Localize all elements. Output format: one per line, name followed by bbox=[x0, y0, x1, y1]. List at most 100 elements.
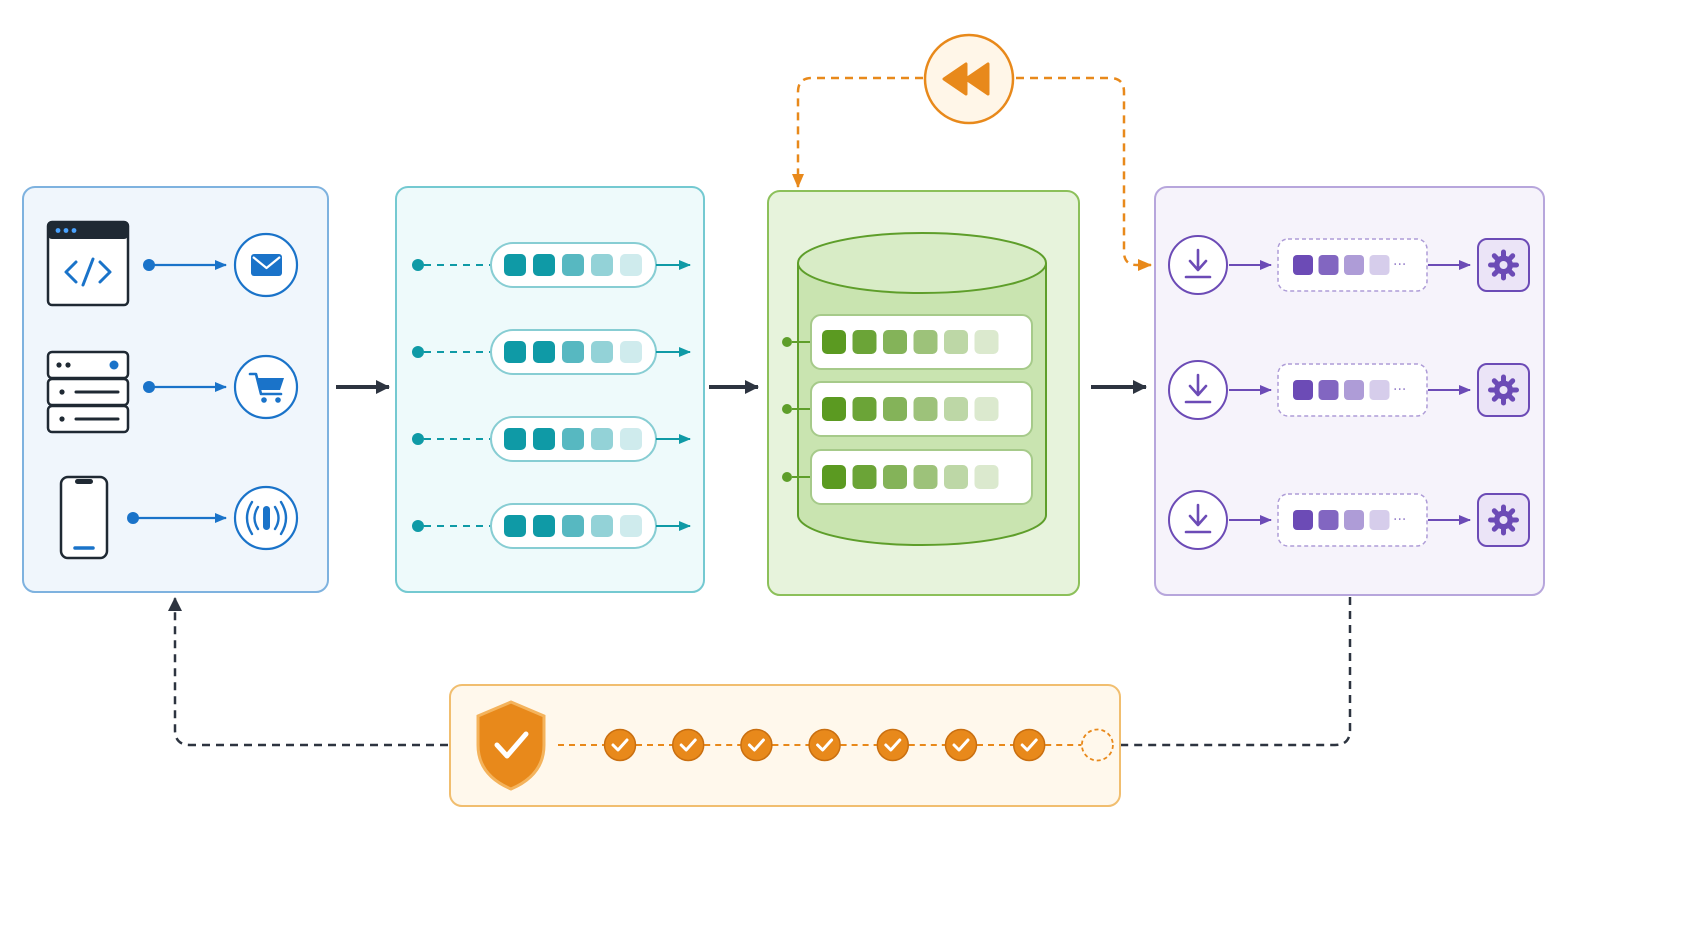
code-window-icon bbox=[46, 220, 130, 307]
check-done-icon bbox=[740, 728, 773, 762]
consumer-cell bbox=[1369, 510, 1390, 530]
gear-icon bbox=[1477, 363, 1530, 417]
consumer-cell bbox=[1344, 380, 1364, 400]
check-done-icon bbox=[671, 728, 705, 762]
queue-cell bbox=[504, 341, 526, 363]
shopping-cart-icon bbox=[248, 372, 284, 403]
store-cell bbox=[883, 330, 907, 354]
producer-connector bbox=[143, 259, 227, 271]
check-done-icon bbox=[808, 728, 841, 762]
store-cell bbox=[913, 465, 938, 489]
consumer-cell bbox=[1293, 510, 1313, 530]
store-cell bbox=[822, 465, 846, 489]
queue-cell bbox=[562, 254, 584, 276]
replay-loop bbox=[792, 33, 1152, 271]
queue-cell bbox=[504, 254, 526, 276]
store-row bbox=[782, 449, 1033, 505]
queue-cell bbox=[533, 254, 555, 276]
server-rack-icon bbox=[46, 350, 130, 434]
producers-stage bbox=[46, 220, 299, 560]
queue-cell bbox=[620, 254, 642, 276]
store-stage bbox=[782, 232, 1047, 546]
producer-connector bbox=[127, 512, 227, 524]
replay-path-left bbox=[792, 76, 923, 188]
store-cell bbox=[974, 397, 999, 421]
store-cell bbox=[883, 465, 907, 489]
download-icon bbox=[1168, 360, 1228, 420]
consumer-cell bbox=[1369, 380, 1390, 400]
signal-wave-icon bbox=[245, 500, 288, 536]
download-icon bbox=[1168, 490, 1228, 550]
store-cell bbox=[883, 397, 907, 421]
queue-cell bbox=[591, 254, 613, 276]
consumer-row: ··· bbox=[1168, 490, 1530, 550]
queue-cell bbox=[620, 341, 642, 363]
queue-cell bbox=[504, 515, 526, 537]
feedback-path-left bbox=[168, 597, 448, 747]
check-done-icon bbox=[1012, 728, 1046, 762]
consumer-row: ··· bbox=[1168, 360, 1530, 420]
consumer-cell bbox=[1369, 255, 1390, 275]
consumer-cell bbox=[1344, 255, 1364, 275]
svg-text:···: ··· bbox=[1393, 512, 1406, 528]
consumers-stage: ··· ··· ··· bbox=[1168, 235, 1530, 550]
consumer-cell bbox=[1318, 380, 1339, 400]
check-done-icon bbox=[603, 728, 637, 762]
shield-check-icon bbox=[476, 700, 546, 791]
store-cell bbox=[974, 330, 999, 354]
queue-cell bbox=[620, 428, 642, 450]
store-cell bbox=[852, 330, 877, 354]
check-done-icon bbox=[876, 728, 910, 762]
smartphone-icon bbox=[59, 475, 109, 560]
queue-cell bbox=[620, 515, 642, 537]
store-cell bbox=[852, 465, 877, 489]
queue-lane bbox=[412, 242, 691, 288]
check-done-icon bbox=[944, 728, 978, 762]
gear-icon bbox=[1477, 238, 1530, 292]
store-cell bbox=[944, 465, 968, 489]
consumer-cell bbox=[1318, 510, 1339, 530]
store-cell bbox=[822, 330, 846, 354]
feedback-path-right bbox=[1112, 597, 1352, 747]
svg-text:···: ··· bbox=[1393, 257, 1406, 273]
queue-cell bbox=[562, 428, 584, 450]
store-cell bbox=[822, 397, 846, 421]
store-row bbox=[782, 314, 1033, 370]
rewind-icon bbox=[923, 33, 1015, 125]
queue-panel bbox=[395, 186, 705, 593]
queue-cell bbox=[533, 341, 555, 363]
consumer-cell bbox=[1293, 380, 1313, 400]
queue-cell bbox=[533, 428, 555, 450]
download-icon bbox=[1168, 235, 1228, 295]
consumer-cell bbox=[1293, 255, 1313, 275]
queue-stage bbox=[412, 242, 691, 549]
svg-text:···: ··· bbox=[1393, 382, 1406, 398]
gear-icon bbox=[1477, 493, 1530, 547]
consumer-cell bbox=[1318, 255, 1339, 275]
verification-loop bbox=[168, 597, 1352, 807]
queue-cell bbox=[504, 428, 526, 450]
producer-connector bbox=[143, 381, 227, 393]
queue-lane bbox=[412, 503, 691, 549]
store-cell bbox=[974, 465, 999, 489]
queue-cell bbox=[591, 428, 613, 450]
queue-lane bbox=[412, 416, 691, 462]
consumer-row: ··· bbox=[1168, 235, 1530, 295]
check-pending-icon bbox=[1081, 728, 1114, 762]
queue-cell bbox=[591, 341, 613, 363]
replay-path-right bbox=[1016, 76, 1152, 271]
queue-lane bbox=[412, 329, 691, 375]
store-cell bbox=[852, 397, 877, 421]
store-row bbox=[782, 381, 1033, 437]
queue-cell bbox=[533, 515, 555, 537]
store-cell bbox=[913, 397, 938, 421]
queue-cell bbox=[591, 515, 613, 537]
envelope-icon bbox=[251, 254, 282, 276]
store-cell bbox=[944, 330, 968, 354]
store-cell bbox=[913, 330, 938, 354]
queue-cell bbox=[562, 515, 584, 537]
queue-cell bbox=[562, 341, 584, 363]
store-cell bbox=[944, 397, 968, 421]
